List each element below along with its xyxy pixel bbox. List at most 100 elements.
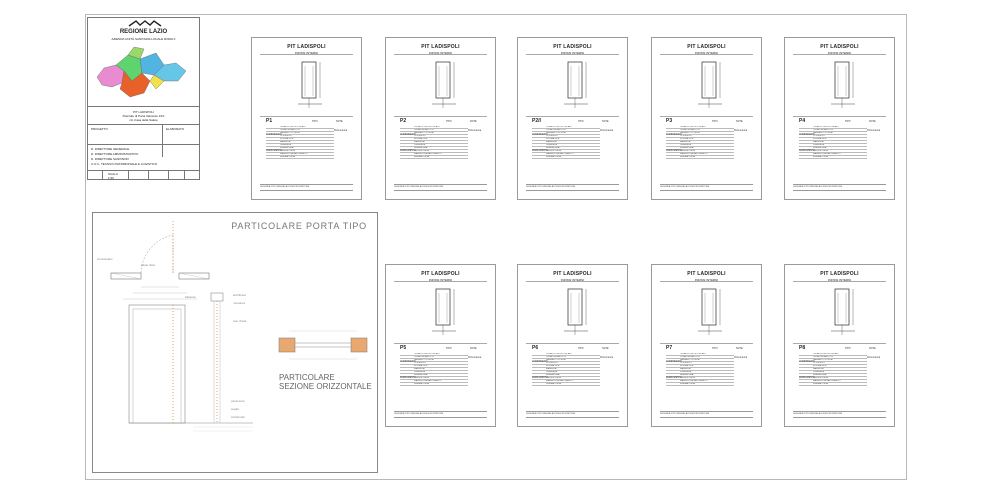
spec-note: Porta interna [334,130,348,132]
spec-row: CHIUDIPORTA [400,377,468,380]
sheet-subtitle: INFISSI INTERNI [294,51,319,55]
scale-label: SCALA [108,172,118,176]
spec-row: TELAIO A IMBOTTE [266,129,334,132]
spec-row: MANIGLIONE ANTIPANICO [799,380,867,383]
spec-row: PANNELLO PORTA [799,132,867,135]
district-map [96,46,187,98]
door-sheet: PIT LADISPOLI INFISSI INTERNI P6 TIPO NO… [517,264,628,427]
spec-row: TELAIO/CONTROTELAIO [400,353,468,356]
group-label: COMPONENTI [666,134,682,136]
spec-row: PANNELLO PORTA [532,359,600,362]
door-code: P4 [799,118,806,124]
section-title-line-1: PARTICOLARE [279,373,335,382]
spec-row: PANNELLO PORTA [532,132,600,135]
group-label: COMPONENTI [799,134,815,136]
spec-row: SERRATURA [266,147,334,150]
spec-row: SOPRALUCE [666,365,734,368]
group-label: FERRAMENTA [799,377,815,379]
director-general: D. DIRETTORE GENERALE [91,147,130,151]
door-sheet: PIT LADISPOLI INFISSI INTERNI P4 TIPO NO… [784,37,895,200]
spec-row: CERNIERE [266,144,334,147]
spec-row: COPRIFILO [400,362,468,365]
spec-row: COPRIFILO [532,135,600,138]
spec-row: MANIGLIONE ANTIPANICO [266,153,334,156]
detail-label: pavimento [231,399,245,403]
spec-row: FERMAPORTA [400,383,468,386]
spec-row: FERMAPORTA [799,156,867,159]
spec-row: CERNIERE [666,144,734,147]
col-type-header: TIPO [712,120,718,123]
spec-row: SERRATURA [799,374,867,377]
group-label: FERRAMENTA [266,150,282,152]
drawing-frame [85,14,907,480]
spec-row: CERNIERE [799,371,867,374]
spec-row: TELAIO/CONTROTELAIO [666,126,734,129]
spec-note: Porta interna [734,357,748,359]
door-elevation-drawing [564,288,588,335]
spec-row: MANIGLIONE ANTIPANICO [666,380,734,383]
spec-row: MANIGLIA [799,368,867,371]
spec-row: TELAIO A IMBOTTE [799,356,867,359]
spec-row: SOPRALUCE [799,138,867,141]
sheet-title: PIT LADISPOLI [421,44,460,50]
spec-row: SOPRALUCE [400,138,468,141]
sheet-subtitle: INFISSI INTERNI [827,278,852,282]
detail-label: controtelaio [97,257,113,261]
door-sheet: PIT LADISPOLI INFISSI INTERNI P2 TIPO NO… [385,37,496,200]
sheet-title: PIT LADISPOLI [687,271,726,277]
door-code: P7 [666,345,673,351]
spec-row: FERMAPORTA [532,156,600,159]
sheet-footer: LEGENDA TIPO MISURE ACCESSORI FINITURE [394,411,487,418]
address-line-1: Piazzale di Porta Valverde 1/10 [122,114,165,118]
sheet-footer: LEGENDA TIPO MISURE ACCESSORI FINITURE [793,184,886,191]
spec-row: TELAIO/CONTROTELAIO [532,126,600,129]
group-label: COMPONENTI [666,361,682,363]
spec-row: MANIGLIONE ANTIPANICO [400,380,468,383]
sheet-subtitle: INFISSI INTERNI [560,278,585,282]
group-label: FERRAMENTA [400,150,416,152]
spec-row: MANIGLIONE ANTIPANICO [666,153,734,156]
authority-name: AZIENDA UNITÀ SANITARIA LOCALE ROMA F [111,37,176,41]
col-note-header: NOTE [736,347,743,350]
door-sheet: PIT LADISPOLI INFISSI INTERNI P7 TIPO NO… [651,264,762,427]
door-code: P8 [799,345,806,351]
spec-row: MANIGLIA [666,141,734,144]
spec-row: SERRATURA [400,147,468,150]
door-elevation-drawing [564,61,588,108]
spec-row: CERNIERE [666,371,734,374]
sheet-header: PIT LADISPOLI INFISSI INTERNI [660,271,753,282]
address-line-2: c/o Casa della Salute [129,118,158,122]
spec-row: MANIGLIA [400,141,468,144]
sheet-subtitle: INFISSI INTERNI [560,51,585,55]
detail-label: telaio fisso [141,263,156,267]
door-elevation-drawing [831,288,855,335]
spec-row: PANNELLO PORTA [400,132,468,135]
project-name: PIT LADISPOLI [133,110,154,114]
spec-row: CERNIERE [532,371,600,374]
col-type-header: TIPO [446,347,452,350]
spec-row: CERNIERE [400,144,468,147]
group-label: COMPONENTI [532,361,548,363]
spec-row: PANNELLO PORTA [400,359,468,362]
sheet-subtitle: INFISSI INTERNI [694,51,719,55]
spec-row: CHIUDIPORTA [799,377,867,380]
sheet-header: PIT LADISPOLI INFISSI INTERNI [394,44,487,55]
spec-row: CHIUDIPORTA [799,150,867,153]
sheet-title: PIT LADISPOLI [553,44,592,50]
sheet-title: PIT LADISPOLI [820,271,859,277]
group-label: FERRAMENTA [532,377,548,379]
spec-row: COPRIFILO [666,135,734,138]
spec-row: SOPRALUCE [532,138,600,141]
sheet-footer: LEGENDA TIPO MISURE ACCESSORI FINITURE [526,184,619,191]
door-elevation-drawing [698,288,722,335]
door-sheet: PIT LADISPOLI INFISSI INTERNI P8 TIPO NO… [784,264,895,427]
title-block: REGIONE LAZIO AZIENDA UNITÀ SANITARIA LO… [87,17,200,180]
spec-row: TELAIO/CONTROTELAIO [799,126,867,129]
sheet-footer: LEGENDA TIPO MISURE ACCESSORI FINITURE [260,184,353,191]
sheet-footer: LEGENDA TIPO MISURE ACCESSORI FINITURE [394,184,487,191]
